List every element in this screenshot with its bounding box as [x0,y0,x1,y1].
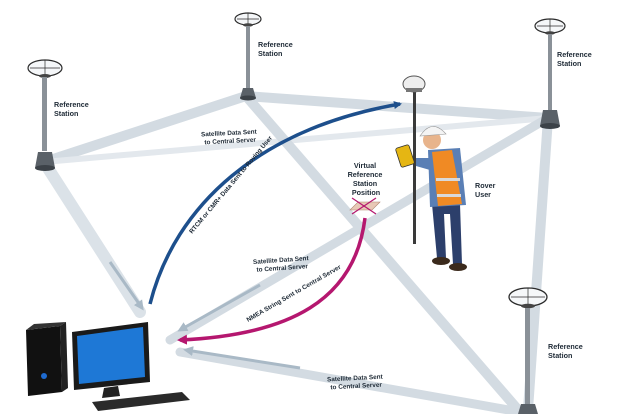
server-arrows [108,261,301,370]
baseline-left-topcenter [39,91,251,167]
label-reference-station-top-center: Reference Station [258,40,295,58]
reference-station-bottom-right [508,287,548,414]
label-sat-data-bottom: Satellite Data Sent to Central Server [327,374,385,392]
label-reference-station-left: Reference Station [54,100,91,118]
baseline-left-topright [41,115,551,165]
rover-surveyor-icon [395,75,467,271]
label-reference-station-bottom-right: Reference Station [548,342,585,360]
baseline-left-server [38,156,146,318]
reference-station-top-right [534,18,566,129]
computer-tower-icon [26,322,68,396]
baseline-topcenter-bottomright [241,91,525,417]
baseline-topright-bottomright [523,113,553,415]
virtual-station-x-icon [349,197,381,215]
gnss-antenna-icon [534,18,566,35]
gnss-antenna-icon [508,287,548,309]
arrow-left-to-server [108,261,144,311]
monitor-icon [72,322,150,398]
reference-station-top-center [234,12,262,101]
rtcm-arrow [148,101,402,305]
network-baselines [38,91,553,417]
arrow-topright-to-server [177,283,261,332]
gnss-antenna-icon [27,59,63,78]
arrow-bottomright-to-server [183,346,301,370]
label-rover-user: Rover User [475,181,497,199]
label-reference-station-top-right: Reference Station [557,50,594,68]
baseline-bottomright-server [175,347,525,417]
central-server [26,322,190,411]
label-virtual-station: Virtual Reference Station Position [348,161,385,197]
gnss-antenna-icon [234,12,262,27]
label-sat-data-top: Satellite Data Sent to Central Server [201,129,259,147]
baseline-topcenter-topright [241,91,553,123]
baseline-topright-server [165,113,553,345]
nmea-arrow [177,217,367,345]
reference-station-left [27,59,63,171]
keyboard-icon [92,392,190,411]
label-sat-data-mid: Satellite Data Sent to Central Server [253,255,311,274]
